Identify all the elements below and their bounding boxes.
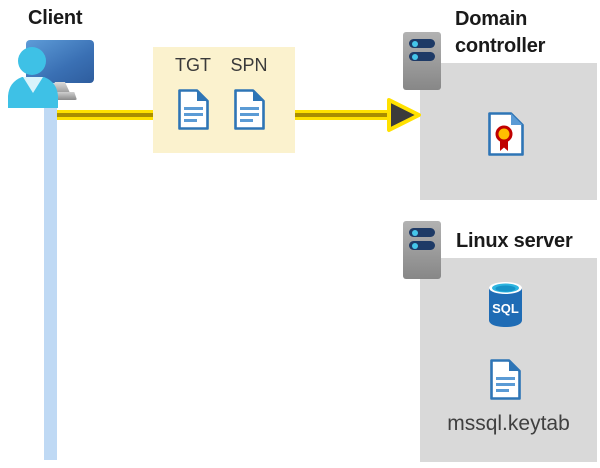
- spn-label: SPN: [230, 55, 268, 75]
- client-connection-line: [44, 82, 57, 460]
- domain-controller-label: Domain controller: [455, 8, 546, 57]
- keytab-filename-label: mssql.keytab: [447, 412, 570, 435]
- client-label: Client: [28, 7, 83, 29]
- sql-icon-text: SQL: [492, 301, 519, 316]
- linux-server-label: Linux server: [456, 230, 573, 252]
- server-drive-icon: [409, 228, 435, 237]
- monitor-stand-base-icon: [43, 92, 77, 100]
- spn-document-icon: [234, 89, 265, 130]
- certificate-icon: [488, 112, 524, 156]
- server-drive-icon: [409, 52, 435, 61]
- server-drive-icon: [409, 241, 435, 250]
- domain-controller-server-icon: [403, 32, 441, 90]
- auth-arrow-head-icon: [387, 98, 421, 132]
- linux-server-server-icon: [403, 221, 441, 279]
- tgt-document-icon: [178, 89, 209, 130]
- person-icon: [8, 47, 58, 108]
- server-drive-icon: [409, 39, 435, 48]
- sql-database-icon: SQL: [489, 282, 522, 327]
- monitor-stand-icon: [50, 82, 70, 93]
- keytab-document-icon: [490, 359, 521, 400]
- ticket-box: TGT SPN: [153, 47, 295, 153]
- tgt-label: TGT: [175, 55, 211, 75]
